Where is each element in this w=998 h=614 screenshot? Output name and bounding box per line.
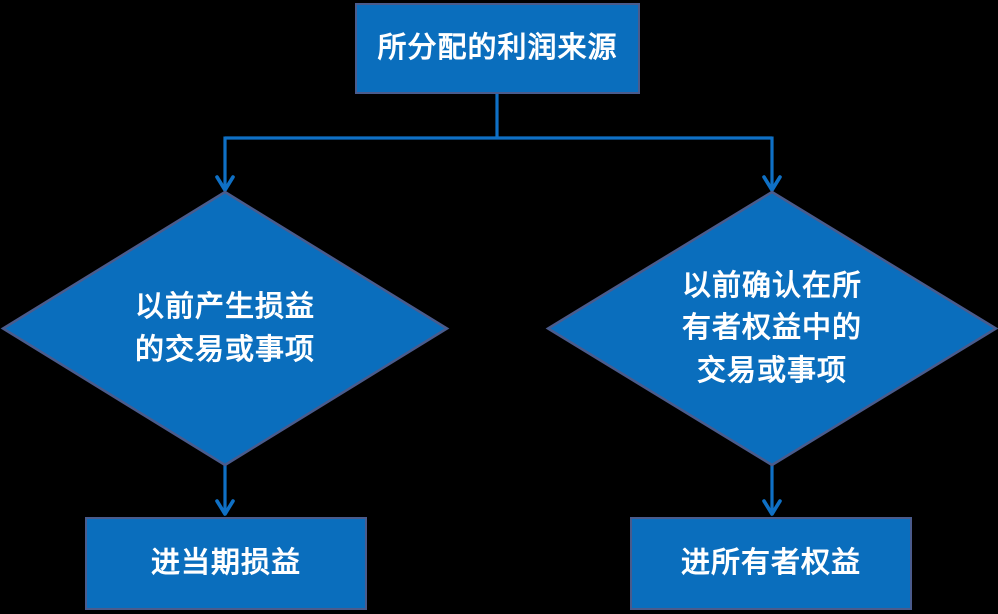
result-right-label: 进所有者权益 [680, 547, 861, 580]
source-node-label: 所分配的利润来源 [377, 32, 618, 65]
arrowhead-right-bottom [762, 499, 782, 516]
result-node-left: 进当期损益 [85, 517, 367, 610]
arrowhead-left-top [215, 175, 235, 192]
arrowhead-right-top [762, 175, 782, 192]
decision-diamond-right [545, 190, 998, 467]
source-node: 所分配的利润来源 [355, 3, 640, 94]
result-node-right: 进所有者权益 [630, 517, 912, 610]
arrowhead-left-bottom [215, 499, 235, 516]
result-left-label: 进当期损益 [150, 547, 301, 580]
decision-diamond-left [0, 190, 450, 467]
